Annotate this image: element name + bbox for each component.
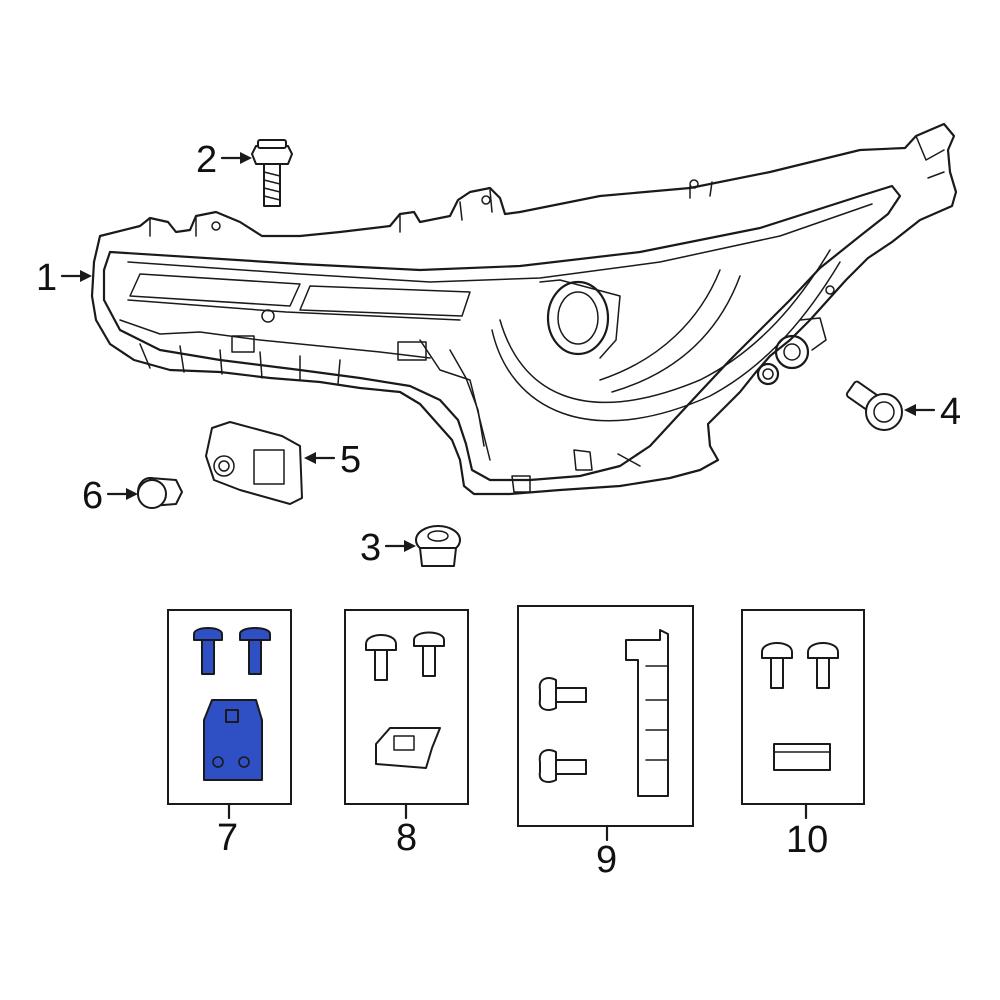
kit-10-number: 10 <box>786 819 828 861</box>
callout-1: 1 <box>36 257 92 299</box>
kit-10[interactable]: 10 <box>741 609 865 861</box>
kit-8-screw-1 <box>365 634 397 681</box>
kit-8-bracket <box>375 727 441 769</box>
callout-6: 6 <box>82 475 138 517</box>
callout-4-number: 4 <box>940 391 961 433</box>
callout-1-number: 1 <box>36 257 57 299</box>
kit-7-screw-1 <box>193 627 223 675</box>
kit-9-strip <box>625 629 669 797</box>
callout-4: 4 <box>904 391 961 433</box>
callout-2-number: 2 <box>196 139 217 181</box>
lower-nut[interactable] <box>415 525 461 567</box>
kit-9-screw-1 <box>538 677 587 711</box>
kit-10-screw-1 <box>761 642 793 689</box>
mounting-bracket[interactable] <box>205 421 303 505</box>
callout-6-number: 6 <box>82 475 103 517</box>
kit-9-screw-2 <box>538 749 587 783</box>
kit-7-number: 7 <box>217 817 238 859</box>
upper-bolt[interactable] <box>251 139 293 207</box>
kit-9-number: 9 <box>596 839 617 881</box>
side-bolt[interactable] <box>845 380 903 431</box>
callout-3-number: 3 <box>360 527 381 569</box>
kit-8-screw-2 <box>413 631 445 677</box>
headlamp-assembly[interactable] <box>90 122 958 496</box>
callout-2: 2 <box>196 139 252 181</box>
kit-10-screw-2 <box>807 642 839 689</box>
grommet[interactable] <box>137 477 183 509</box>
kit-8[interactable]: 8 <box>344 609 469 859</box>
kit-8-number: 8 <box>396 817 417 859</box>
kit-10-pad <box>773 743 831 771</box>
kit-7[interactable]: 7 <box>167 609 292 859</box>
kit-7-bracket <box>203 699 263 781</box>
callout-3: 3 <box>360 527 416 569</box>
kit-9[interactable]: 9 <box>517 605 694 881</box>
kit-7-screw-2 <box>239 627 271 675</box>
callout-5: 5 <box>304 439 361 481</box>
callout-5-number: 5 <box>340 439 361 481</box>
